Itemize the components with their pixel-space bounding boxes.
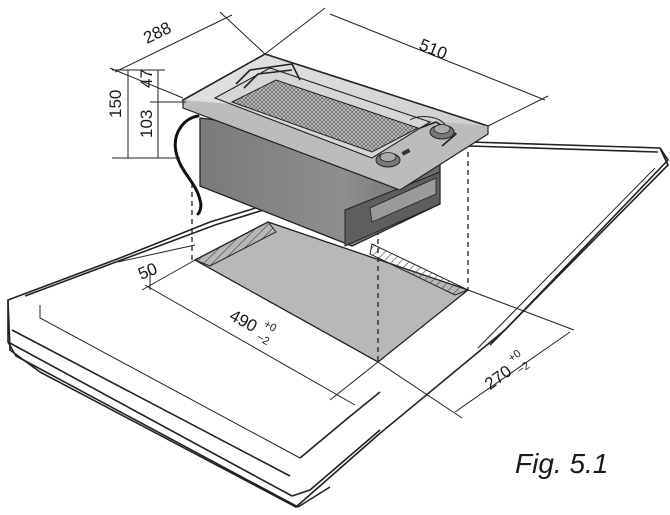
projection-lines <box>191 152 469 362</box>
figure-caption: Fig. 5.1 <box>515 448 608 479</box>
dim-cutout-width-value: 490 <box>226 306 260 336</box>
dim-above-counter-47: 47 <box>137 69 156 88</box>
dim-cutout-depth-tol-lower: −2 <box>515 360 532 377</box>
power-cable <box>173 114 203 216</box>
dim-width-510: 510 <box>417 35 450 63</box>
dim-cutout-depth-value: 270 <box>481 362 515 394</box>
dim-edge-offset-50: 50 <box>135 259 160 284</box>
dim-cutout-depth-tol-upper: +0 <box>506 348 523 365</box>
dimension-lines <box>109 7 575 419</box>
dim-cutout-width-490: 490 +0 −2 <box>226 306 279 348</box>
dim-below-counter-103: 103 <box>137 110 156 138</box>
fryer-appliance <box>181 53 490 247</box>
dim-total-height-150: 150 <box>106 90 125 118</box>
cutout-opening <box>193 221 470 363</box>
countertop <box>7 141 669 508</box>
dim-cutout-width-tol-upper: +0 <box>262 318 279 334</box>
dim-depth-288: 288 <box>140 18 174 48</box>
dim-cutout-width-tol-lower: −2 <box>254 332 271 348</box>
